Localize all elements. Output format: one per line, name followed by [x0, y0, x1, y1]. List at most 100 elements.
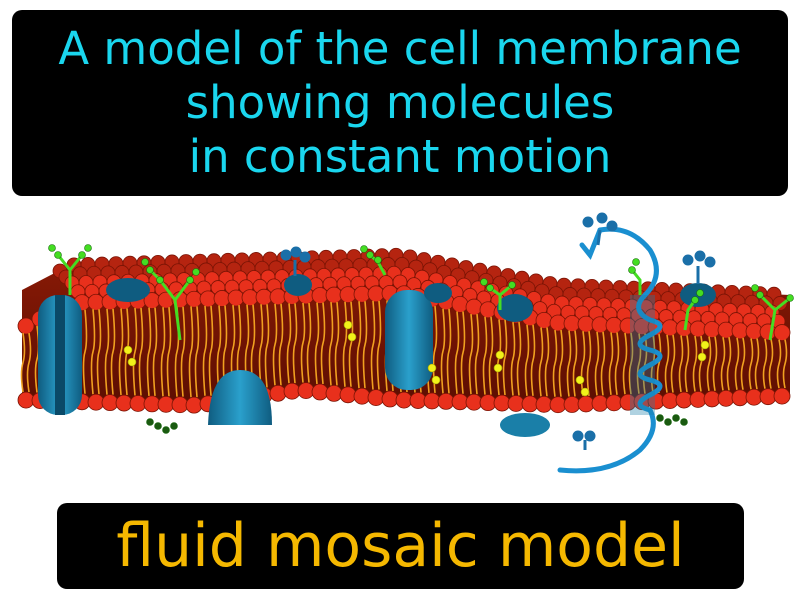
phospholipid-tail [342, 301, 348, 387]
phospholipid-head [325, 286, 343, 304]
cholesterol-ring [127, 357, 137, 367]
phospholipid-tail [110, 308, 116, 395]
phospholipid-tail [692, 335, 698, 392]
phospholipid-tail [440, 308, 446, 394]
phospholipid-tail [132, 307, 138, 396]
glycoprotein-helix [557, 226, 663, 474]
phospholipid-head [269, 288, 287, 306]
phospholipid-tail [348, 301, 354, 387]
phospholipid-tail [194, 306, 200, 398]
phospholipid-head [213, 290, 231, 307]
phospholipid-tail [468, 313, 474, 395]
phospholipid-head [409, 392, 427, 409]
phospholipid-head [563, 315, 581, 332]
phospholipid-head [591, 316, 609, 334]
sugar-unit [146, 418, 154, 426]
phospholipid-head [535, 395, 553, 413]
phospholipid-tail [544, 327, 550, 397]
sugar-unit [486, 284, 494, 292]
phospholipid-tail [166, 307, 172, 397]
sugar-unit [480, 278, 488, 286]
phospholipid-tail [762, 338, 768, 389]
phospholipid-head [675, 391, 693, 409]
sugar-unit [672, 414, 680, 422]
integral-protein-left [38, 295, 82, 415]
phospholipid-head [199, 290, 217, 308]
phospholipid-tail [566, 330, 572, 397]
phospholipid-tail [510, 321, 516, 396]
phospholipid-head [115, 394, 133, 412]
phospholipid-head [549, 314, 567, 332]
phospholipid-tail [138, 307, 144, 396]
phospholipid-tail [264, 304, 270, 388]
phospholipid-tail [152, 307, 158, 396]
phospholipid-tail [740, 337, 746, 390]
phospholipid-tail [96, 309, 102, 395]
phospholipid-head [661, 392, 679, 410]
phospholipid-tail [208, 305, 214, 396]
phospholipid-head [661, 319, 679, 337]
sugar-unit [48, 244, 56, 252]
phospholipid-head [367, 285, 385, 303]
phospholipid-head [255, 288, 273, 306]
phospholipid-head [521, 395, 539, 413]
phospholipid-tail [712, 336, 718, 392]
phospholipid-head [745, 388, 763, 406]
phospholipid-head [605, 394, 623, 412]
phospholipid-head [465, 298, 483, 316]
phospholipid-tail [614, 332, 620, 395]
phospholipid-tail [594, 331, 600, 396]
definition-line-2: showing molecules [185, 76, 615, 129]
phospholipid-tail [608, 332, 614, 395]
phospholipid-head [367, 389, 385, 407]
phospholipid-head [129, 395, 147, 412]
brand-watermark: GameSmartz [746, 586, 792, 594]
sugar-unit [141, 258, 149, 266]
phospholipid-head [577, 315, 595, 333]
phospholipid-tail [664, 334, 670, 393]
phospholipid-head [311, 287, 329, 304]
phospholipid-tail [734, 337, 740, 390]
phospholipid-head [605, 316, 623, 334]
phospholipid-head [479, 301, 497, 319]
phospholipid-tail [300, 302, 306, 383]
sugar-unit [162, 426, 170, 434]
phospholipid-tail [180, 306, 186, 397]
phospholipid-tail [432, 306, 438, 394]
phospholipid-head [451, 296, 469, 313]
phospholipid-head [353, 387, 371, 405]
sugar-unit [84, 244, 92, 252]
sugar-unit [146, 266, 154, 274]
sugar-unit [170, 422, 178, 430]
phospholipid-tail [670, 334, 676, 393]
phospholipid-head [773, 324, 791, 341]
sugar-unit [691, 296, 699, 304]
sugar-unit [360, 245, 368, 253]
sugar-unit [366, 251, 374, 259]
phospholipid-tail [538, 327, 544, 397]
phospholipid-tail [90, 309, 96, 395]
phospholipid-tail [104, 308, 110, 395]
cholesterol-ring [427, 363, 437, 373]
phospholipid-tail [600, 331, 606, 396]
phospholipid-head [717, 321, 735, 339]
phospholipid-head [507, 395, 525, 412]
phospholipid-tail [328, 302, 334, 386]
phospholipid-head [423, 392, 441, 410]
sugar-unit [54, 251, 62, 259]
phospholipid-head [87, 293, 105, 311]
definition-line-1: A model of the cell membrane [58, 22, 742, 75]
phospholipid-tail [586, 331, 592, 397]
phospholipid-tail [146, 307, 152, 396]
phospholipid-tail [628, 332, 634, 395]
phospholipid-head [689, 391, 707, 408]
sugar-unit [192, 268, 200, 276]
phospholipid-tail [20, 332, 26, 393]
cholesterol-ring [343, 320, 353, 330]
definition-line-3: in constant motion [188, 130, 612, 183]
phospholipid-head [17, 391, 35, 409]
phospholipid-head [171, 396, 189, 414]
phospholipid-tail [726, 336, 732, 391]
phospholipid-tail [706, 336, 712, 392]
phospholipid-head [185, 396, 203, 414]
